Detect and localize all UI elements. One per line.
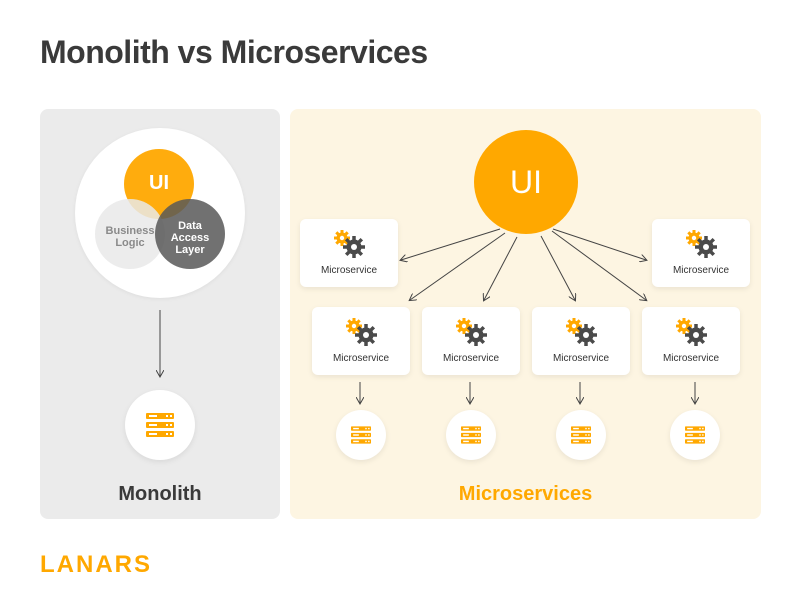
business-logic-line-1: Business bbox=[105, 225, 155, 237]
business-logic-line-2: Logic bbox=[115, 237, 145, 249]
venn-ui-label: UI bbox=[149, 171, 169, 194]
venn-data-access-circle bbox=[155, 199, 225, 269]
microservice-label: Microservice bbox=[552, 353, 610, 364]
page-title: Monolith vs Microservices bbox=[40, 34, 428, 70]
lanars-logo: LANARS bbox=[40, 551, 152, 578]
microservices-ui-circle: UI bbox=[474, 130, 578, 234]
server-icon bbox=[685, 426, 705, 444]
microservice-card-1: Microservice bbox=[312, 307, 410, 375]
gears-icon bbox=[676, 318, 707, 346]
data-access-line-3: Layer bbox=[175, 244, 205, 256]
server-icon bbox=[571, 426, 591, 444]
arrow-to-ms-2 bbox=[484, 236, 518, 300]
gears-icon bbox=[334, 230, 365, 258]
microservice-label: Microservice bbox=[672, 265, 730, 276]
arrow-to-ms-top-left bbox=[401, 228, 501, 260]
arrow-to-ms-3 bbox=[540, 235, 575, 300]
server-icon bbox=[351, 426, 371, 444]
microservice-label: Microservice bbox=[332, 353, 390, 364]
microservice-label: Microservice bbox=[662, 353, 720, 364]
microservice-card-top-right: Microservice bbox=[652, 219, 750, 287]
gears-icon bbox=[686, 230, 717, 258]
server-icon bbox=[146, 413, 174, 437]
microservice-card-3: Microservice bbox=[532, 307, 630, 375]
server-icon bbox=[461, 426, 481, 444]
arrow-to-ms-4 bbox=[551, 230, 646, 300]
venn-data-access-label: Data Access Layer bbox=[158, 220, 222, 256]
venn-business-logic-circle bbox=[95, 199, 165, 269]
gears-icon bbox=[566, 318, 597, 346]
microservice-card-2: Microservice bbox=[422, 307, 520, 375]
monolith-label: Monolith bbox=[118, 483, 202, 505]
venn-business-logic-label: Business Logic bbox=[97, 225, 163, 249]
monolith-database bbox=[125, 390, 195, 460]
gears-icon bbox=[456, 318, 487, 346]
microservice-database-1 bbox=[336, 410, 386, 460]
microservice-database-3 bbox=[556, 410, 606, 460]
microservice-label: Microservice bbox=[320, 265, 378, 276]
arrow-to-ms-top-right bbox=[552, 228, 646, 260]
microservice-label: Microservice bbox=[442, 353, 500, 364]
microservice-database-2 bbox=[446, 410, 496, 460]
arrow-to-ms-1 bbox=[410, 232, 506, 300]
microservice-card-4: Microservice bbox=[642, 307, 740, 375]
data-access-line-1: Data bbox=[178, 220, 202, 232]
microservice-card-top-left: Microservice bbox=[300, 219, 398, 287]
microservices-label: Microservices bbox=[458, 483, 593, 505]
microservice-database-4 bbox=[670, 410, 720, 460]
data-access-line-2: Access bbox=[170, 232, 210, 244]
gears-icon bbox=[346, 318, 377, 346]
